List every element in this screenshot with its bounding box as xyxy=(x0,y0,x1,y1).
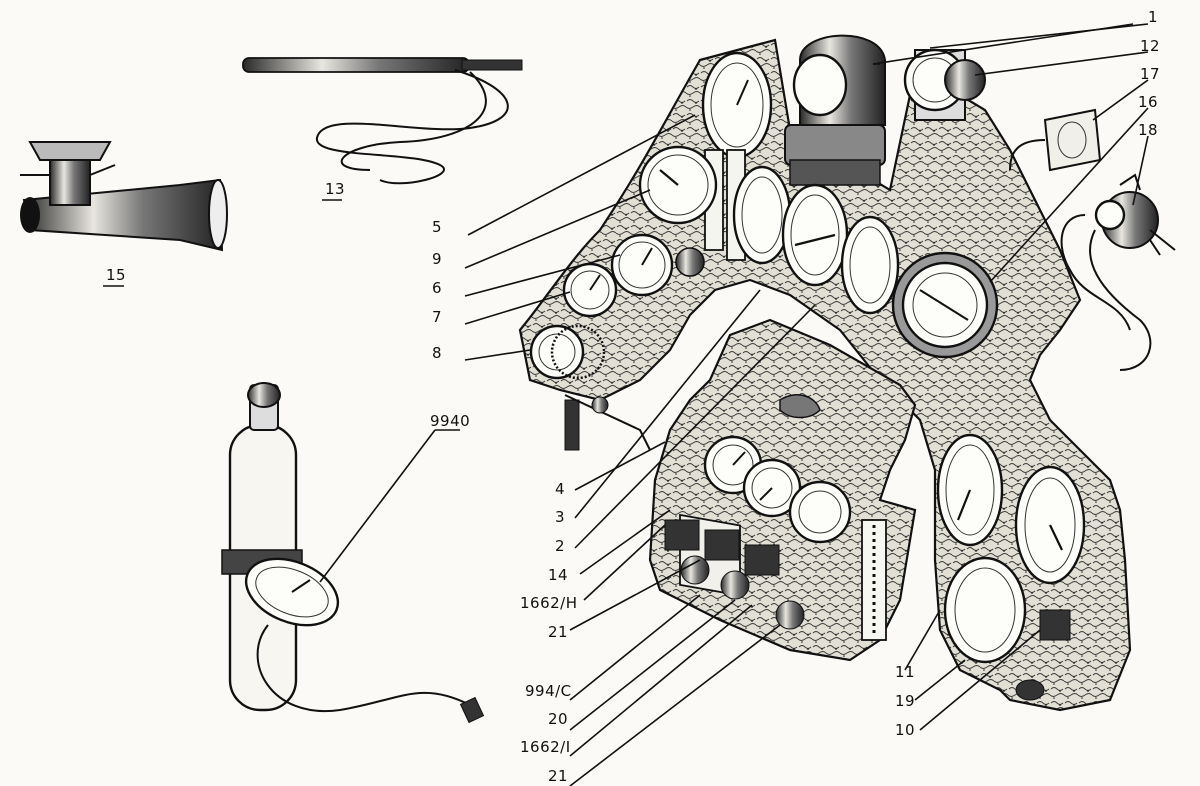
label-1662h: 1662/H xyxy=(520,594,578,612)
label-3: 3 xyxy=(555,508,565,526)
directional-gyro xyxy=(891,251,999,359)
label-2: 2 xyxy=(555,537,565,555)
label-20: 20 xyxy=(548,710,568,728)
voltmeter-ammeter xyxy=(943,556,1071,701)
label-5: 5 xyxy=(432,218,442,236)
part-15-venturi-nozzle xyxy=(20,141,228,252)
label-16: 16 xyxy=(1138,93,1158,111)
leader-lines xyxy=(319,23,1149,786)
airspeed-indicator xyxy=(638,145,718,225)
label-17: 17 xyxy=(1140,65,1160,83)
label-21-upper: 21 xyxy=(548,623,568,641)
sub-gauge-3 xyxy=(788,480,852,544)
label-9: 9 xyxy=(432,250,442,268)
temperature-gauge-left xyxy=(936,433,1004,547)
label-12: 12 xyxy=(1140,37,1160,55)
label-19: 19 xyxy=(895,692,915,710)
label-4: 4 xyxy=(555,480,565,498)
oil-pressure-gauge xyxy=(562,262,618,318)
label-1: 1 xyxy=(1148,8,1158,26)
clock-instrument xyxy=(903,48,986,121)
vacuum-pump-18 xyxy=(1060,173,1176,371)
label-8: 8 xyxy=(432,344,442,362)
vertical-speed-indicator xyxy=(732,165,792,265)
fuel-level-strip xyxy=(861,519,887,641)
part-9940-oxygen-bottle xyxy=(221,382,485,724)
artificial-horizon xyxy=(781,183,849,287)
main-instrument-panel xyxy=(518,34,1176,712)
label-11: 11 xyxy=(895,663,915,681)
label-21-lower: 21 xyxy=(548,767,568,785)
part-13-rod-with-cable xyxy=(242,57,523,185)
label-6: 6 xyxy=(432,279,442,297)
label-9940: 9940 xyxy=(430,412,470,430)
switch-row xyxy=(664,519,805,630)
sub-gauge-2 xyxy=(742,458,802,518)
label-14: 14 xyxy=(548,566,568,584)
label-15: 15 xyxy=(106,266,126,284)
compass-housing xyxy=(784,34,886,186)
callout-labels: 1 12 17 16 18 5 9 6 7 8 4 3 2 14 1662/H … xyxy=(103,8,1160,785)
label-1662i: 1662/I xyxy=(520,738,571,756)
label-7: 7 xyxy=(432,308,442,326)
temperature-gauge-right xyxy=(1014,465,1086,585)
throttle-lever-4 xyxy=(564,394,651,451)
label-13: 13 xyxy=(325,180,345,198)
mounting-bracket-17 xyxy=(1009,108,1102,172)
fuel-pressure-gauge xyxy=(529,324,606,380)
label-10: 10 xyxy=(895,721,915,739)
engine-rpm-gauge xyxy=(610,233,705,297)
label-994c: 994/C xyxy=(525,682,572,700)
panel-badge xyxy=(779,394,821,419)
turn-indicator xyxy=(840,215,900,315)
label-18: 18 xyxy=(1138,121,1158,139)
